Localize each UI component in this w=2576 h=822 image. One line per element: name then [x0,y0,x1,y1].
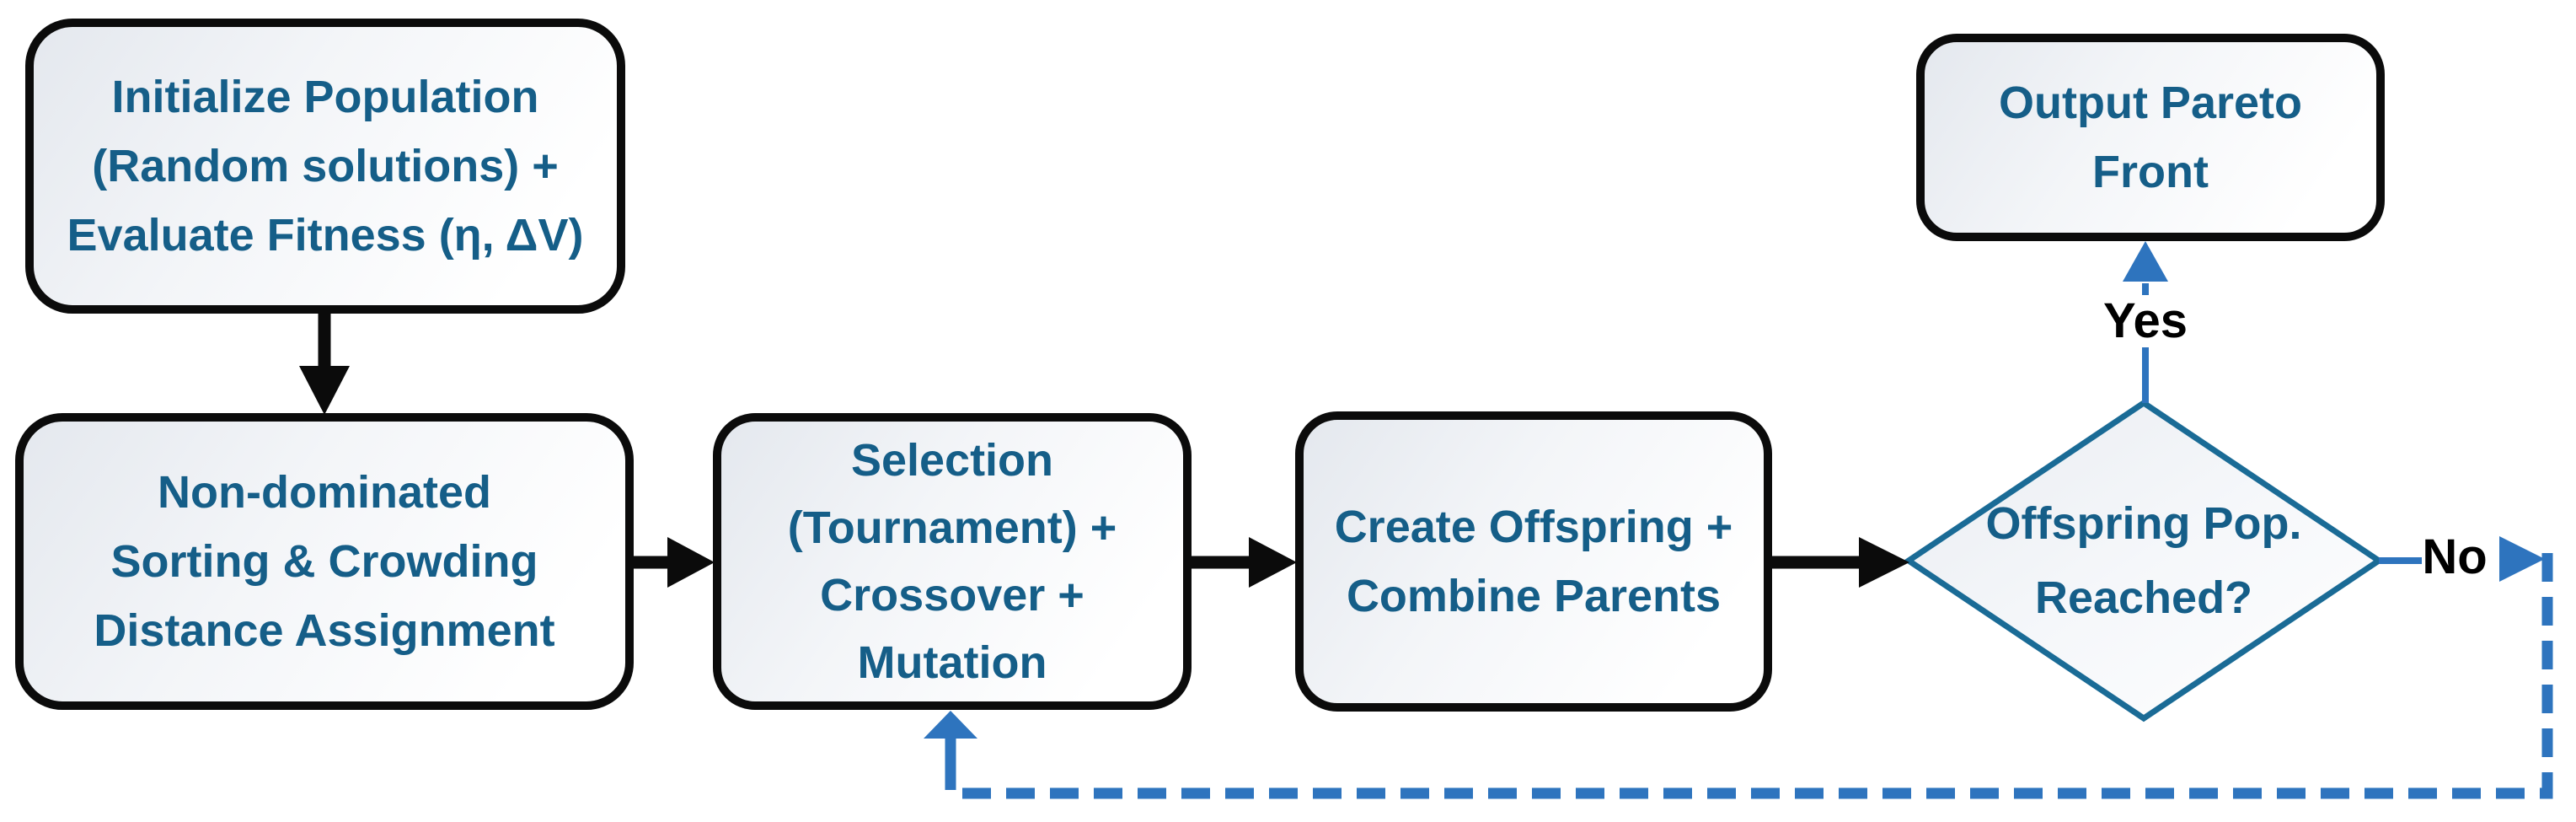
selection-crossover-mutation-label: Selection (Tournament) + Crossover + Mut… [787,435,1117,688]
selection-to-offspring-arrow-icon [1188,537,1297,588]
initialize-evaluate-label: Initialize Population (Random solutions)… [67,72,584,261]
no-branch-arrow-icon [2379,536,2545,582]
selection-crossover-mutation-box: Selection (Tournament) + Crossover + Mut… [713,413,1192,710]
no-label: No [2422,529,2488,584]
init-to-sorting-arrow-icon [299,314,350,415]
offspring-reached-label: Offspring Pop. Reached? [1985,498,2302,623]
no-branch-arrowhead-icon [2499,536,2545,582]
sorting-to-selection-arrow-icon [630,537,715,588]
create-offspring-box: Create Offspring + Combine Parents [1295,411,1772,712]
create-offspring-label: Create Offspring + Combine Parents [1334,502,1733,621]
feedback-loop-icon [924,553,2553,799]
offspring-to-decision-arrow-icon [1768,537,1909,588]
nondominated-sorting-label: Non-dominated Sorting & Crowding Distanc… [94,467,555,656]
yes-branch-arrowhead-icon [2123,241,2168,282]
output-pareto-label: Output Pareto Front [1999,78,2302,197]
initialize-evaluate-box: Initialize Population (Random solutions)… [25,19,625,314]
yes-label: Yes [2090,295,2201,347]
feedback-dashed-line [945,553,2553,799]
feedback-arrowhead-icon [924,711,977,739]
output-pareto-box: Output Pareto Front [1916,34,2385,241]
nondominated-sorting-box: Non-dominated Sorting & Crowding Distanc… [15,413,634,710]
